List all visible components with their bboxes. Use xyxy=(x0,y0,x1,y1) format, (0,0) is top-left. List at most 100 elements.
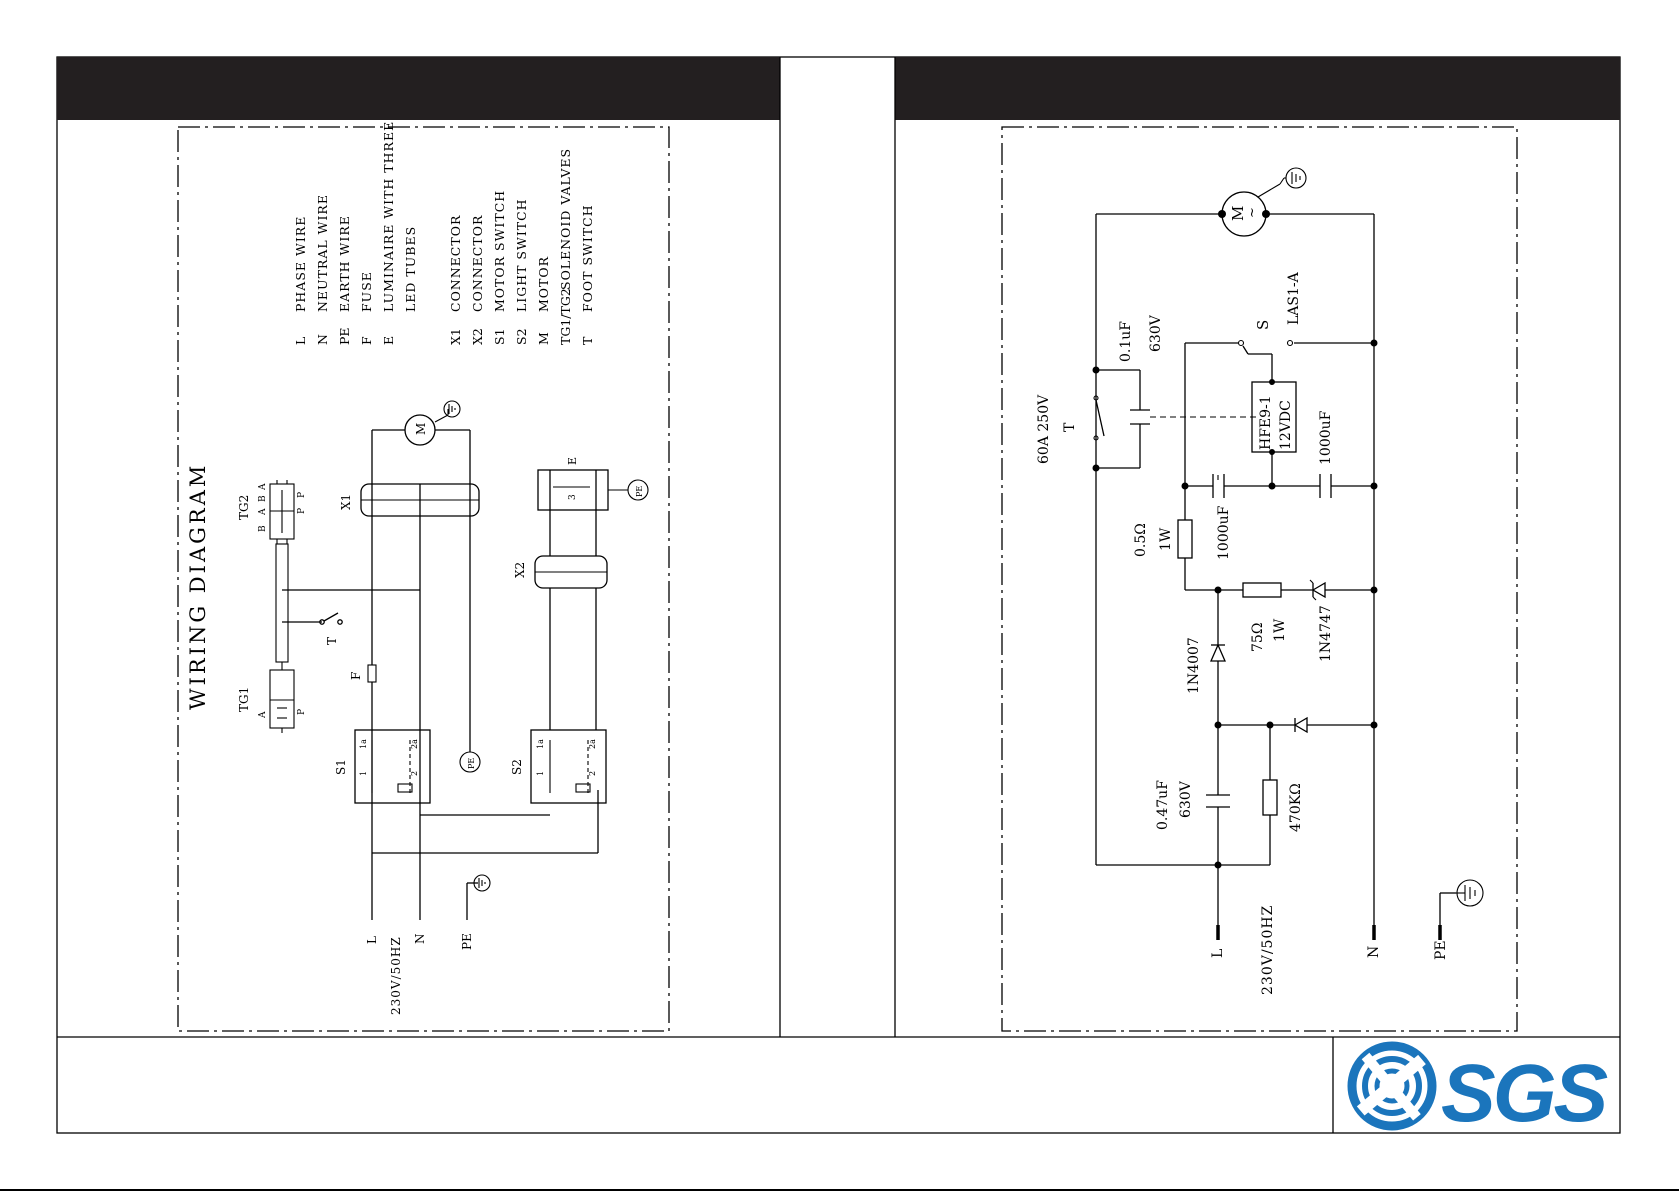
pe-terminal-label: PE xyxy=(467,758,476,769)
header-bar-right xyxy=(895,57,1620,120)
relay-coil xyxy=(1251,381,1297,453)
x1-label: X1 xyxy=(339,494,353,510)
t-label-right: T xyxy=(1062,422,1078,432)
right-panel-border xyxy=(1001,126,1518,1032)
relay-name: HFE9-1 xyxy=(1258,395,1274,450)
legend-code: M xyxy=(536,332,551,345)
tg1-port-p: P xyxy=(297,709,307,715)
legend-code: S2 xyxy=(514,328,529,345)
terminal-n-left: N xyxy=(413,934,427,945)
legend-code: X2 xyxy=(470,328,485,345)
resistor-0-5ohm xyxy=(1177,519,1193,559)
foot-switch-t xyxy=(282,589,420,625)
tg2-port-a1: A xyxy=(258,508,268,516)
motor-ac-symbol: ~ xyxy=(1245,207,1260,218)
legend-description: FOOT SWITCH xyxy=(580,204,595,312)
relay-voltage: 12VDC xyxy=(1278,400,1294,450)
foot-switch-contact xyxy=(1093,395,1105,441)
luminaire-label: E xyxy=(566,457,579,465)
relay-contact-label: LAS1-A xyxy=(1286,271,1302,325)
cap2-label: 1000uF xyxy=(1216,505,1232,560)
motor-switch-s1 xyxy=(354,729,431,804)
legend-code: F xyxy=(359,336,374,345)
legend-description: LUMINAIRE WITH THREE xyxy=(381,121,396,312)
s2-label: S2 xyxy=(510,759,524,775)
terminal-pe-left: PE xyxy=(460,933,474,950)
earth-symbol-left xyxy=(466,874,491,920)
switch-s-label: S xyxy=(1254,320,1272,330)
legend-code: PE xyxy=(337,327,352,345)
resistor-75ohm xyxy=(1242,582,1282,598)
page-frame xyxy=(56,56,1621,1134)
res3-value: 470KΩ xyxy=(1288,783,1304,832)
pe-terminal xyxy=(459,751,481,773)
sgs-logo-text: SGS xyxy=(1441,1048,1607,1139)
earth-symbol-right xyxy=(1456,879,1484,907)
terminal-l-right: L xyxy=(1210,949,1226,958)
terminal-pe-right: PE xyxy=(1433,940,1449,960)
solenoid-valve-tg1 xyxy=(269,662,295,733)
legend-code: E xyxy=(381,336,396,345)
zener-label: 1N4747 xyxy=(1318,605,1334,662)
legend-description: PHASE WIRE xyxy=(293,216,308,312)
sgs-logo-mark xyxy=(1347,1041,1437,1131)
t-rating: 60A 250V xyxy=(1036,394,1052,464)
foot-switch-label: T xyxy=(325,637,339,645)
legend-description: FUSE xyxy=(359,271,374,312)
tg2-port-p1: P xyxy=(297,508,307,514)
cap1-voltage: 630V xyxy=(1148,314,1164,352)
legend-description: NEUTRAL WIRE xyxy=(315,194,330,312)
tg2-port-b2: B xyxy=(258,495,268,502)
res1-value: 0.5Ω xyxy=(1133,523,1149,557)
cap4-voltage: 630V xyxy=(1178,780,1194,818)
wiring-diagram: WIRING DIAGRAM L PHASE WIRE N NEUTRAL WIRE P… xyxy=(186,121,649,1015)
zener-diode xyxy=(1309,579,1326,601)
legend: L PHASE WIRE N NEUTRAL WIRE PE EARTH WIRE F FUS… xyxy=(293,121,595,345)
legend-code: X1 xyxy=(448,328,463,345)
supply-label-right: 230V/50HZ xyxy=(1260,905,1276,995)
capacitor-1000uf-b xyxy=(1212,474,1225,498)
pe-circle-label: PE xyxy=(635,486,644,497)
motor-label-right: M xyxy=(1229,206,1247,221)
cap1-value: 0.1uF xyxy=(1118,321,1134,362)
supply-label-left: 230V/50HZ xyxy=(389,936,403,1015)
header-bar-left xyxy=(57,57,780,120)
legend-description: LED TUBES xyxy=(403,226,418,312)
tg1-port-a: A xyxy=(258,711,268,719)
legend-code: L xyxy=(293,337,308,345)
capacitor-1000uf-a xyxy=(1319,474,1332,498)
fuse-label: F xyxy=(349,672,363,680)
legend-description: SOLENOID VALVES xyxy=(558,148,573,290)
res1-power: 1W xyxy=(1158,527,1174,551)
sgs-logo: SGS xyxy=(1347,1041,1610,1139)
res2-power: 1W xyxy=(1272,618,1288,642)
relay-contact-s xyxy=(1237,339,1294,355)
legend-description: MOTOR xyxy=(536,256,551,312)
legend-description: EARTH WIRE xyxy=(337,215,352,312)
luminaire-lamps: 3 xyxy=(568,494,578,500)
s1-pin-1a: 1a xyxy=(359,739,368,749)
motor: M xyxy=(372,400,470,446)
legend-code: S1 xyxy=(492,328,507,345)
resistor-470kohm xyxy=(1262,779,1278,816)
terminal-l-left: L xyxy=(365,936,379,944)
legend-description: LIGHT SWITCH xyxy=(514,198,529,312)
tg2-label: TG2 xyxy=(237,495,251,520)
diode-label: 1N4007 xyxy=(1186,637,1202,694)
motor-m xyxy=(1221,167,1307,237)
s1-pin-2a: 2a xyxy=(410,739,419,749)
motor-label: M xyxy=(414,423,428,435)
legend-description: MOTOR SWITCH xyxy=(492,190,507,312)
legend-code: TG1/TG2 xyxy=(558,288,573,345)
light-switch-s2 xyxy=(530,729,607,804)
s1-pin-1: 1 xyxy=(359,771,368,776)
tg2-port-p2: P xyxy=(297,492,307,498)
legend-code: N xyxy=(315,334,330,345)
fuse xyxy=(367,664,377,683)
diagram-title: WIRING DIAGRAM xyxy=(186,463,210,710)
res2-value: 75Ω xyxy=(1250,623,1266,652)
solenoid-valve-tg2 xyxy=(269,480,295,663)
diode-1n4007 xyxy=(1210,643,1226,662)
